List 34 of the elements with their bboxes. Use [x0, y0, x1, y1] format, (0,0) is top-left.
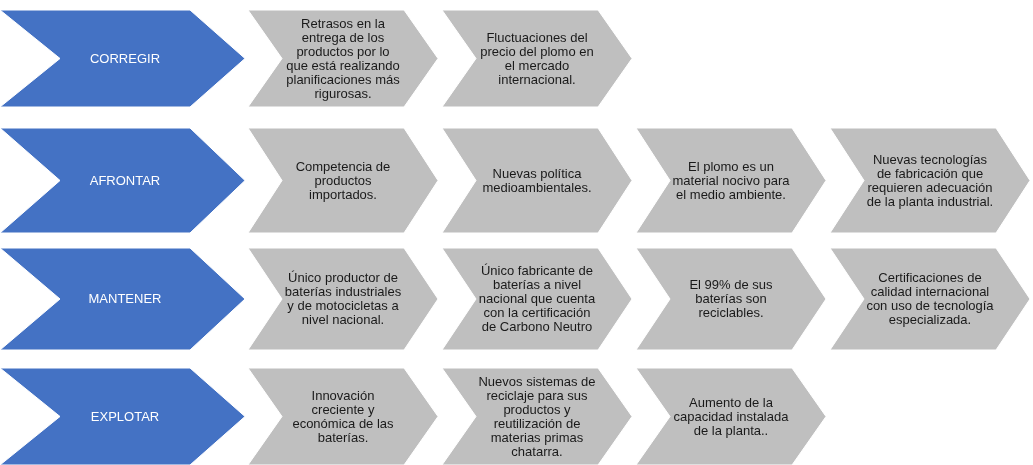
category-label: MANTENER [87, 290, 163, 308]
item-banner [248, 248, 438, 350]
item-text: Fluctuaciones del precio del plomo en el mercado internacional. [479, 28, 595, 89]
item-text: Aumento de la capacidad instalada de la planta.. [672, 393, 790, 440]
category-label: AFRONTAR [88, 171, 162, 190]
item-banner [442, 248, 632, 350]
item-text: El 99% de sus baterías son reciclables. [688, 276, 774, 322]
item-banner [442, 128, 632, 233]
category-label: CORREGIR [88, 49, 162, 68]
item-text: Único productor de baterías industriales y de motocicletas a nivel nacional. [284, 269, 402, 329]
item-banner [248, 128, 438, 233]
item-text: Certificaciones de calidad internacional con uso de tecnología especializada. [866, 269, 994, 329]
item-banner [248, 10, 438, 107]
item-banner [442, 368, 632, 465]
item-text: El plomo es un material nocivo para el medio ambiente. [672, 157, 790, 204]
item-banner [636, 248, 826, 350]
category-label: EXPLOTAR [89, 407, 161, 426]
item-banner [636, 368, 826, 465]
item-text: Nuevos sistemas de reciclaje para sus productos y reutilización de materias primas chatarra. [478, 372, 596, 461]
item-text: Innovación creciente y económica de las baterías. [291, 386, 395, 447]
item-banner [442, 10, 632, 107]
item-text: Retrasos en la entrega de los productos por lo que está realizando planificaciones más rigurosas. [285, 14, 401, 103]
category-banner [0, 10, 245, 107]
item-banner [830, 248, 1030, 350]
item-text: Nuevas tecnologías de fabricación que requieren adecuación de la planta industrial. [866, 150, 994, 211]
item-banner [636, 128, 826, 233]
category-banner [0, 368, 245, 465]
item-text: Competencia de productos importados. [294, 157, 392, 204]
category-banner [0, 128, 245, 233]
item-banner [830, 128, 1030, 233]
item-text: Único fabricante de baterías a nivel nacional que cuenta con la certificación de Carbono Neutro [478, 262, 596, 336]
item-text: Nuevas política medioambientales. [481, 164, 593, 197]
category-banner [0, 248, 245, 350]
item-banner [248, 368, 438, 465]
